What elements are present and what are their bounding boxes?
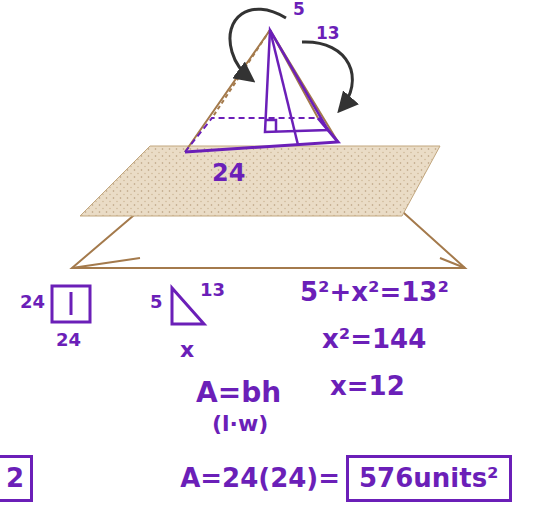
arrow-slant xyxy=(302,42,352,110)
leg-label: 5 xyxy=(150,292,163,312)
answer-box: 2 xyxy=(0,455,33,502)
equation: 5²+x²=13² xyxy=(300,278,449,307)
slant-label: 13 xyxy=(316,24,340,43)
side-label: 24 xyxy=(20,292,45,312)
height-label: 5 xyxy=(293,0,305,19)
side-label: 24 xyxy=(212,160,245,186)
triangle-sketch xyxy=(172,288,204,324)
answer-text: 2 xyxy=(6,464,24,493)
side-label: 24 xyxy=(56,330,81,350)
cutting-plane xyxy=(80,146,440,216)
right-triangle xyxy=(265,30,328,145)
equation: A=24(24)= xyxy=(180,464,340,493)
pyramid-top xyxy=(185,30,338,152)
equation: x=12 xyxy=(330,372,405,401)
arrow-height xyxy=(230,9,286,80)
answer-text: 576units² xyxy=(359,464,499,493)
answer-box: 576units² xyxy=(346,455,512,502)
leg-label: x xyxy=(180,338,194,362)
formula-note: (l·w) xyxy=(212,412,268,436)
formula: A=bh xyxy=(196,378,281,409)
equation: x²=144 xyxy=(322,325,426,354)
square-sketch xyxy=(52,286,90,322)
section-square xyxy=(185,118,338,152)
hypotenuse-label: 13 xyxy=(200,280,225,300)
